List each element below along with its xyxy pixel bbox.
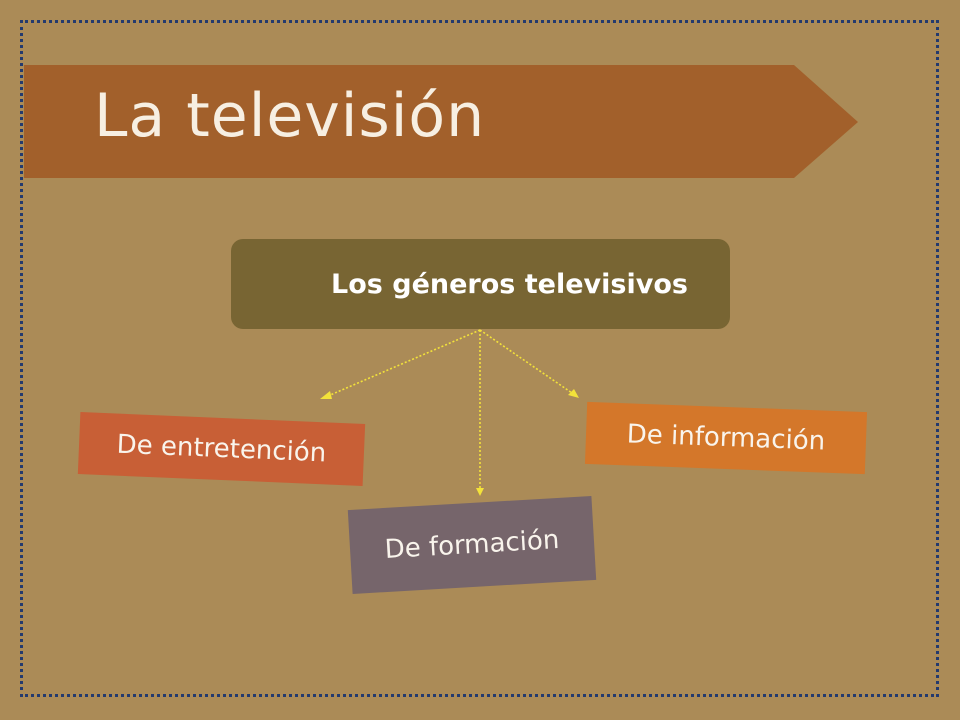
branch-formacion-label: De formación <box>383 524 561 566</box>
branch-entretencion-label: De entretención <box>116 429 327 469</box>
branch-informacion-label: De información <box>626 419 826 457</box>
arrowhead-entretencion <box>320 391 332 399</box>
branch-formacion[interactable]: De formación <box>347 496 597 594</box>
title-banner: La televisión <box>24 65 858 178</box>
arrowhead-formacion <box>476 488 484 496</box>
connector-to-entretencion <box>327 329 481 397</box>
central-node-label: Los géneros televisivos <box>331 268 688 300</box>
arrowhead-informacion <box>568 389 579 398</box>
branch-informacion[interactable]: De información <box>584 401 868 475</box>
dotted-frame-border <box>20 20 939 697</box>
banner-arrow-shape <box>24 65 858 178</box>
central-node[interactable]: Los géneros televisivos <box>231 239 730 329</box>
slide-title: La televisión <box>94 81 486 151</box>
connector-to-informacion <box>479 329 573 394</box>
branch-entretencion[interactable]: De entretención <box>77 412 366 486</box>
